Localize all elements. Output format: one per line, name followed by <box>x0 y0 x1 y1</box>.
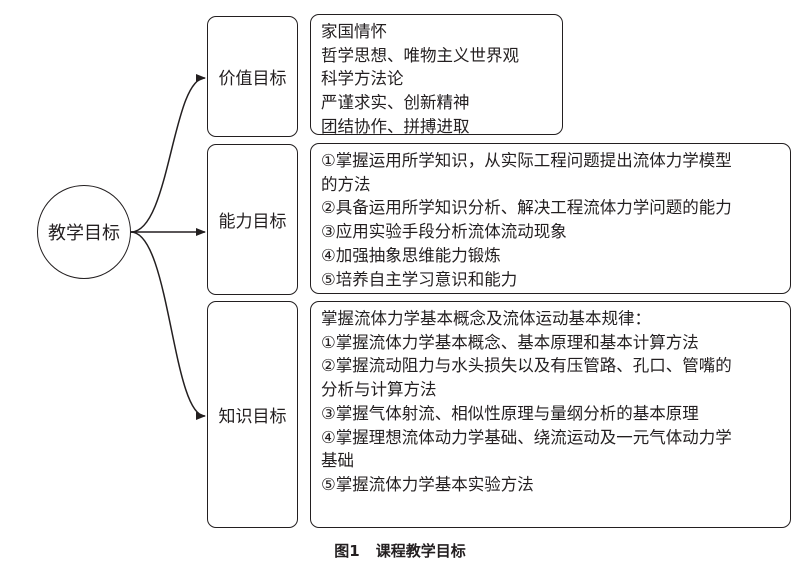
detail-line: ①掌握流体力学基本概念、基本原理和基本计算方法 <box>321 332 699 352</box>
figure-title: 课程教学目标 <box>375 542 466 560</box>
detail-line: ⑤培养自主学习意识和能力 <box>321 269 518 289</box>
detail-line: ⑤掌握流体力学基本实验方法 <box>321 474 534 494</box>
detail-line: 家国情怀 <box>321 22 387 41</box>
category-label: 能力目标 <box>218 212 287 232</box>
detail-line: ③掌握气体射流、相似性原理与量纲分析的基本原理 <box>321 403 699 423</box>
detail-line: ④掌握理想流体动力学基础、绕流运动及一元气体动力学 <box>321 427 732 447</box>
detail-line: 团结协作、拼搏进取 <box>321 116 470 136</box>
detail-line: ④加强抽象思维能力锻炼 <box>321 245 501 265</box>
category-knowledge: 知识目标 <box>207 301 298 528</box>
figure-number: 图1 <box>334 542 360 560</box>
category-value: 价值目标 <box>207 16 298 137</box>
category-ability: 能力目标 <box>207 144 298 295</box>
figure-caption: 图1 课程教学目标 <box>0 540 800 561</box>
detail-line: ②具备运用所学知识分析、解决工程流体力学问题的能力 <box>321 198 732 218</box>
category-label: 知识目标 <box>218 407 287 427</box>
detail-line: 掌握流体力学基本概念及流体运动基本规律： <box>321 309 651 328</box>
detail-line: ①掌握运用所学知识，从实际工程问题提出流体力学模型 <box>321 151 732 170</box>
arrow-to-knowledge <box>130 231 206 420</box>
detail-line: ③应用实验手段分析流体流动现象 <box>321 222 567 242</box>
details-knowledge: 掌握流体力学基本概念及流体运动基本规律： ①掌握流体力学基本概念、基本原理和基本… <box>310 301 791 528</box>
detail-line: 科学方法论 <box>321 69 404 89</box>
detail-line: 分析与计算方法 <box>321 380 437 400</box>
details-value: 家国情怀 哲学思想、唯物主义世界观 科学方法论 严谨求实、创新精神 团结协作、拼… <box>310 14 563 136</box>
arrow-to-value <box>130 74 206 233</box>
details-ability: ①掌握运用所学知识，从实际工程问题提出流体力学模型 的方法 ②具备运用所学知识分… <box>310 143 791 294</box>
root-node: 教学目标 <box>37 185 131 279</box>
detail-line: 的方法 <box>321 174 371 194</box>
detail-line: 严谨求实、创新精神 <box>321 93 470 113</box>
detail-line: 基础 <box>321 451 354 471</box>
detail-line: ②掌握流动阻力与水头损失以及有压管路、孔口、管嘴的 <box>321 356 732 376</box>
category-label: 价值目标 <box>218 69 287 89</box>
root-label: 教学目标 <box>48 223 120 244</box>
detail-line: 哲学思想、唯物主义世界观 <box>321 45 519 65</box>
